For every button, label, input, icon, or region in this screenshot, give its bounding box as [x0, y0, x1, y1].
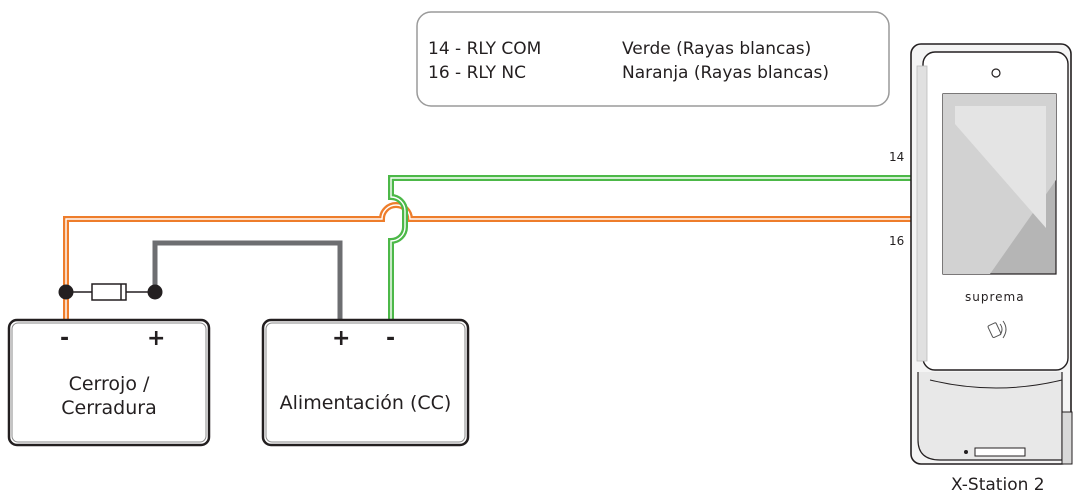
power-box — [261, 318, 470, 447]
gray-wire — [152, 240, 343, 322]
green-wire — [388, 175, 918, 322]
lock-box — [7, 318, 211, 447]
power-minus-terminal: - — [386, 326, 396, 351]
orange-wire — [63, 202, 918, 322]
lock-label: Cerrojo / Cerradura — [9, 372, 209, 420]
lock-plus-terminal: + — [147, 326, 166, 351]
legend-color: Naranja (Rayas blancas) — [622, 63, 830, 83]
lock-minus-terminal: - — [60, 326, 70, 351]
legend-color: Verde (Rayas blancas) — [622, 39, 812, 59]
nfc-icon — [987, 320, 1007, 339]
junction-dot-left — [58, 284, 74, 300]
legend-color-orange: Naranja (Rayas blancas) — [622, 63, 829, 83]
legend-row-green: 14 - RLY COM — [428, 39, 541, 59]
device-illustration — [910, 43, 1073, 465]
device-brand: suprema — [965, 290, 1025, 304]
junction-dot-right — [147, 284, 163, 300]
legend-box — [416, 11, 890, 107]
device-name: X-Station 2 — [951, 475, 1045, 495]
capacitor-icon — [58, 283, 163, 301]
lock-label-line2: Cerradura — [61, 397, 157, 419]
legend-pin: 14 - RLY COM — [428, 39, 542, 59]
legend-row-orange: 16 - RLY NC — [428, 63, 526, 83]
legend-pin: 16 - RLY NC — [428, 63, 526, 83]
legend-color-green: Verde (Rayas blancas) — [622, 39, 811, 59]
power-label: Alimentación (CC) — [279, 392, 452, 414]
camera-icon — [991, 68, 1001, 78]
wire-number-16: 16 — [889, 234, 905, 248]
usb-port-icon — [974, 447, 1026, 457]
lock-label-line1: Cerrojo / — [68, 373, 150, 395]
wire-number-14: 14 — [889, 150, 905, 164]
power-plus-terminal: + — [332, 326, 351, 351]
